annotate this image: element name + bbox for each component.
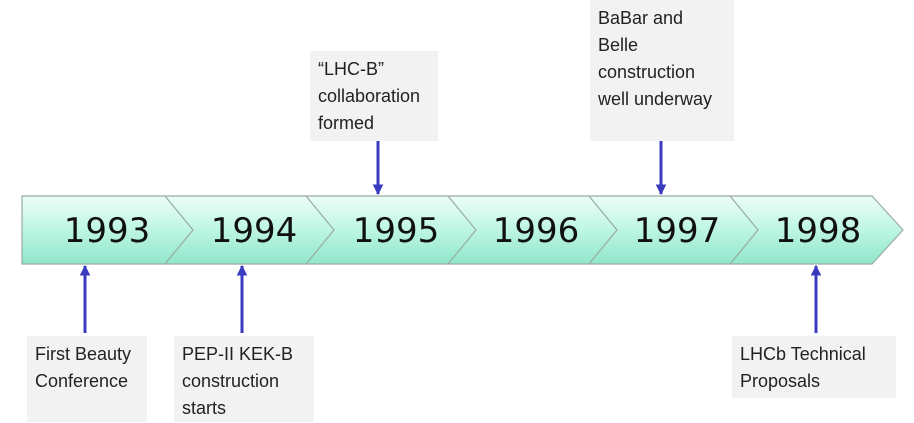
year-label: 1997 — [634, 211, 721, 251]
event-note-1997: BaBar and Belle construction well underw… — [590, 0, 734, 141]
chevron-separator — [588, 195, 618, 265]
year-label: 1993 — [64, 211, 151, 251]
year-label: 1994 — [211, 211, 298, 251]
chevron-separator — [447, 195, 477, 265]
chevron-separator — [305, 195, 335, 265]
event-note-1993: First Beauty Conference — [27, 336, 147, 422]
year-label: 1996 — [493, 211, 580, 251]
event-note-1995: “LHC-B” collaboration formed — [310, 51, 438, 141]
timeline-band — [21, 195, 904, 265]
chevron-separators — [164, 195, 759, 265]
year-label: 1995 — [353, 211, 440, 251]
chevron-separator — [729, 195, 759, 265]
event-note-1994: PEP-II KEK-B construction starts — [174, 336, 314, 422]
event-note-1998: LHCb Technical Proposals — [732, 336, 896, 398]
chevron-separator — [164, 195, 194, 265]
year-label: 1998 — [775, 211, 862, 251]
